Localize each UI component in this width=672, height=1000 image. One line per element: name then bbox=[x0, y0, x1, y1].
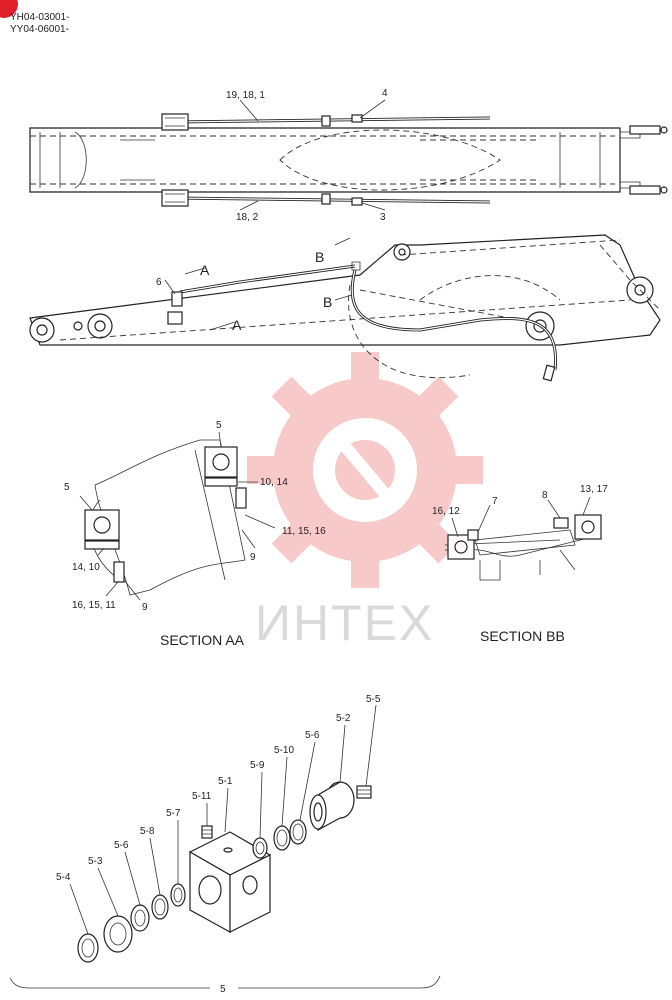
watermark-gear-icon bbox=[247, 352, 483, 588]
section-aa-title: SECTION AA bbox=[160, 632, 245, 648]
boom-top-view: 19, 18, 1 4 18, 2 3 bbox=[29, 88, 668, 223]
top-label-19-18-1: 19, 18, 1 bbox=[226, 90, 265, 101]
side-label-b-top: B bbox=[315, 249, 324, 265]
aa-label-9-right: 9 bbox=[250, 552, 256, 563]
exp-label-5-11: 5-11 bbox=[192, 791, 212, 802]
exp-label-5-9: 5-9 bbox=[250, 760, 265, 771]
header: YH04-03001- YY04-06001- bbox=[0, 0, 69, 35]
top-label-3: 3 bbox=[380, 212, 386, 223]
exp-label-5-4: 5-4 bbox=[56, 872, 71, 883]
serial-number-2: YY04-06001- bbox=[10, 24, 69, 35]
aa-label-5-left: 5 bbox=[64, 482, 70, 493]
bb-label-13-17: 13, 17 bbox=[580, 484, 608, 495]
watermark: ИНТЕХ bbox=[247, 352, 483, 651]
aa-label-10-14: 10, 14 bbox=[260, 477, 288, 488]
exp-label-5-7: 5-7 bbox=[166, 808, 181, 819]
aa-label-14-10: 14, 10 bbox=[72, 562, 100, 573]
bb-label-16-12: 16, 12 bbox=[432, 506, 460, 517]
exp-label-5-5: 5-5 bbox=[366, 694, 381, 705]
exploded-view: 5-5 5-2 5-6 5-10 5-9 5-1 5-11 5-7 5-8 5-… bbox=[9, 694, 441, 995]
corner-badge-icon bbox=[0, 0, 18, 18]
bb-label-7: 7 bbox=[492, 496, 498, 507]
exp-label-5-1: 5-1 bbox=[218, 776, 233, 787]
exp-label-5-8: 5-8 bbox=[140, 826, 155, 837]
exp-label-5-6-right: 5-6 bbox=[305, 730, 320, 741]
watermark-text: ИНТЕХ bbox=[255, 595, 434, 651]
bb-label-8: 8 bbox=[542, 490, 548, 501]
aa-label-16-15-11: 16, 15, 11 bbox=[72, 600, 116, 611]
exp-label-5-2: 5-2 bbox=[336, 713, 351, 724]
aa-label-11-15-16: 11, 15, 16 bbox=[282, 526, 326, 537]
section-bb: 7 8 13, 17 16, 12 SECTION BB bbox=[432, 484, 608, 644]
aa-label-5-top: 5 bbox=[216, 420, 222, 431]
side-label-a-bottom: A bbox=[232, 317, 242, 333]
side-label-a-top: A bbox=[200, 262, 210, 278]
side-label-6: 6 bbox=[156, 277, 162, 288]
section-aa: 5 10, 14 5 14, 10 11, 15, 16 9 16, 15, 1… bbox=[64, 420, 326, 648]
top-label-4: 4 bbox=[382, 88, 388, 99]
exp-assembly-label-5: 5 bbox=[220, 984, 226, 995]
section-bb-title: SECTION BB bbox=[480, 628, 565, 644]
exp-label-5-6-left: 5-6 bbox=[114, 840, 129, 851]
aa-label-9-left: 9 bbox=[142, 602, 148, 613]
exp-label-5-10: 5-10 bbox=[274, 745, 294, 756]
serial-number-1: YH04-03001- bbox=[10, 12, 69, 23]
top-label-18-2: 18, 2 bbox=[236, 212, 259, 223]
boom-side-view: 6 A A B B bbox=[29, 234, 661, 382]
side-label-b-bottom: B bbox=[323, 294, 332, 310]
exp-label-5-3: 5-3 bbox=[88, 856, 103, 867]
assembly-bracket bbox=[9, 975, 441, 989]
